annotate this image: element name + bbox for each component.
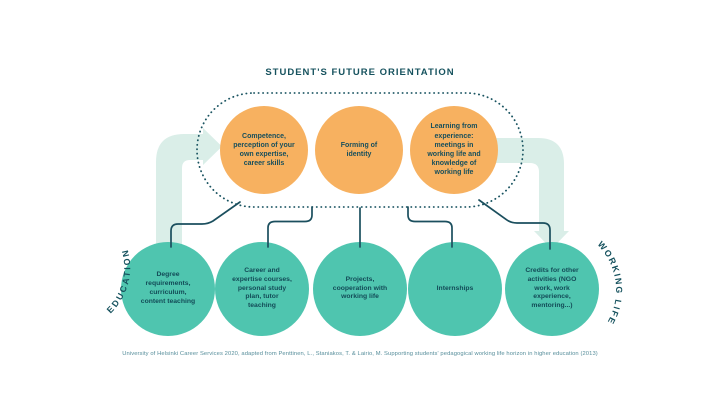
bottom-circle-projects: Projects, cooperation with working life [313,242,407,336]
circle-label: Credits for other activities (NGO work, … [525,266,579,310]
working-life-side-label-text: WORKING LIFE [596,239,624,326]
bottom-circle-credits: Credits for other activities (NGO work, … [505,242,599,336]
connector-line-1 [170,201,241,248]
orientation-circle-experience: Learning from experience: meetings in wo… [410,106,498,194]
bottom-circle-internships: Internships [408,242,502,336]
working-life-side-label: WORKING LIFE [596,239,624,326]
circle-label: Competence, perception of your own exper… [233,132,295,168]
bottom-circle-courses: Career and expertise courses, personal s… [215,242,309,336]
connector-line-4 [407,206,453,248]
page-title: STUDENT'S FUTURE ORIENTATION [265,67,455,78]
working-life-flow-band-arrow [492,138,569,249]
education-flow-band-arrow [156,128,222,252]
orientation-circle-identity: Forming of identity [315,106,403,194]
circle-label: Projects, cooperation with working life [332,275,388,301]
source-caption: University of Helsinki Career Services 2… [122,351,598,357]
circle-label: Degree requirements, curriculum, content… [140,271,196,305]
circle-label: Career and expertise courses, personal s… [232,266,292,310]
connector-line-2 [267,206,313,248]
orientation-circle-competence: Competence, perception of your own exper… [220,106,308,194]
circle-label: Forming of identity [340,141,378,158]
circle-label: Learning from experience: meetings in wo… [427,123,481,177]
connector-line-5 [478,199,551,250]
bottom-circle-degree: Degree requirements, curriculum, content… [121,242,215,336]
circle-label: Internships [436,284,474,292]
